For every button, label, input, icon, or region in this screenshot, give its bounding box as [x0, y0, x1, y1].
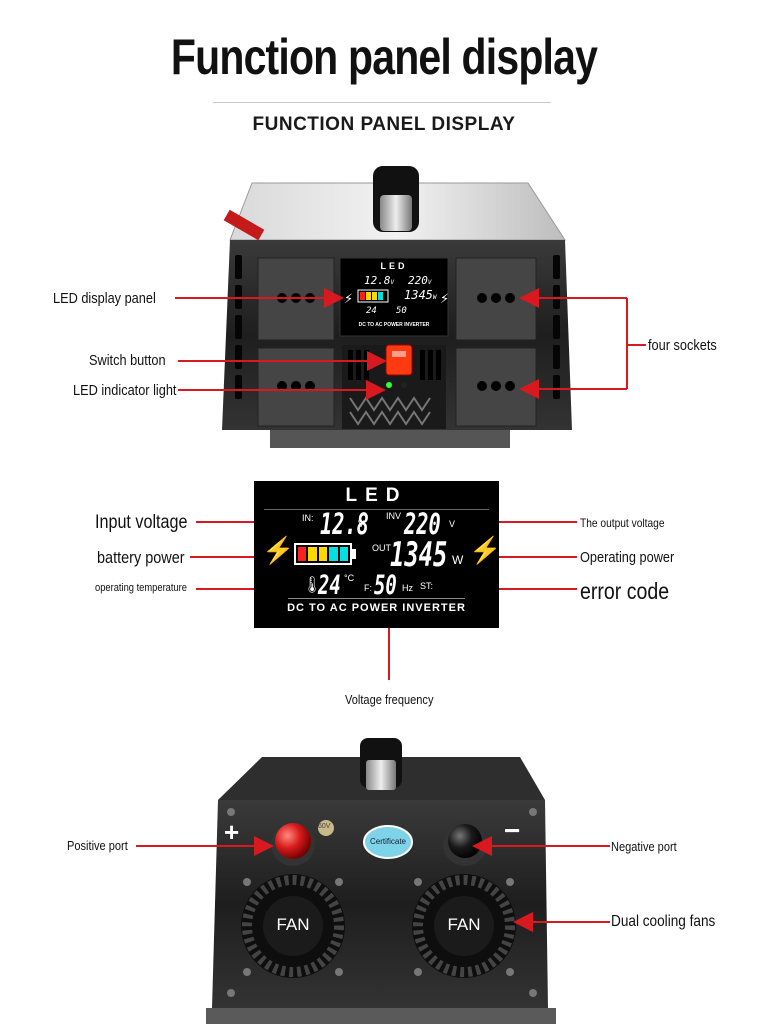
socket-bottom-left [257, 347, 335, 427]
battery-tip [352, 549, 356, 559]
battery-bar [308, 547, 317, 561]
minus-icon: − [504, 815, 521, 846]
mini-led-out: 220V [408, 274, 432, 287]
led-out-label: OUT [372, 543, 391, 553]
label-dual-cooling-fans: Dual cooling fans [611, 913, 716, 930]
fan-right [412, 874, 516, 978]
battery-bar [329, 547, 338, 561]
bolt-icon-right: ⚡ [469, 535, 502, 565]
negative-terminal [448, 824, 482, 858]
battery-icon [294, 543, 352, 565]
fan-left [241, 874, 345, 978]
voltage-badge: 60V [318, 823, 331, 830]
label-negative-port: Negative port [611, 839, 677, 854]
led-freq-unit: Hz [402, 583, 413, 593]
title-divider [213, 102, 551, 103]
label-switch-button: Switch button [89, 352, 166, 369]
mini-led-title: LED [380, 261, 408, 271]
positive-terminal [275, 823, 311, 859]
label-led-indicator-light: LED indicator light [73, 382, 177, 399]
power-switch [385, 344, 413, 376]
label-input-voltage: Input voltage [95, 512, 188, 533]
label-positive-port: Positive port [67, 838, 128, 853]
page-subtitle: FUNCTION PANEL DISPLAY [252, 114, 516, 135]
led-panel: LED IN: 12.8 V INV 220 V ⚡ OUT 1345 W ⚡ … [254, 481, 502, 628]
label-output-voltage: The output voltage [580, 516, 665, 530]
led-in-label: IN: [302, 513, 314, 523]
led-footer-divider [288, 598, 465, 599]
mini-led-footer: DC TO AC POWER INVERTER [358, 322, 430, 328]
led-panel-divider [264, 509, 489, 510]
led-indicator [386, 382, 392, 388]
bolt-icon-left: ⚡ [262, 535, 295, 565]
led-panel-title: LED [345, 485, 408, 506]
label-battery-power: battery power [97, 548, 185, 567]
mini-led-temp: 24 [366, 306, 377, 316]
label-operating-temperature: operating temperature [95, 582, 187, 594]
battery-bar [339, 547, 349, 561]
led-freq-value: 50 [374, 570, 397, 601]
label-four-sockets: four sockets [648, 337, 717, 354]
mini-led-in: 12.8V [364, 274, 395, 287]
led-temp-value: 24 [318, 570, 341, 601]
fan-label-left: FAN [276, 915, 310, 934]
svg-text:⚡: ⚡ [440, 292, 449, 307]
label-voltage-frequency: Voltage frequency [345, 692, 434, 707]
page-title: Function panel display [170, 29, 598, 85]
certificate-label: Certificate [369, 837, 406, 846]
led-footer: DC TO AC POWER INVERTER [287, 602, 466, 614]
led-freq-label: F: [364, 583, 372, 593]
led-inv-value: 220 [404, 507, 441, 541]
label-operating-power: Operating power [580, 549, 675, 566]
rear-device [206, 738, 556, 1024]
mini-led-freq: 50 [396, 306, 407, 316]
led-inv-label: INV [386, 511, 402, 521]
led-inv-unit: V [449, 519, 456, 529]
battery-bar [298, 547, 307, 561]
led-st-label: ST: [420, 581, 434, 591]
label-led-display-panel: LED display panel [53, 290, 156, 307]
front-device: ⚡ ⚡ [222, 166, 572, 448]
led-in-unit: V [358, 519, 365, 529]
led-in-value: 12.8 [320, 507, 369, 541]
thermometer-icon: 🌡 [302, 577, 323, 594]
svg-text:⚡: ⚡ [344, 292, 353, 307]
mini-led-power: 1345W [404, 288, 437, 302]
fan-label-right: FAN [447, 915, 481, 934]
battery-bar [318, 547, 328, 561]
socket-bottom-right [455, 347, 537, 427]
certificate-badge [363, 825, 413, 859]
led-out-unit: W [452, 553, 464, 567]
led-temp-unit: °C [344, 573, 355, 583]
plus-icon: + [224, 817, 240, 847]
led-out-value: 1345 [390, 535, 448, 575]
label-error-code: error code [580, 578, 670, 604]
